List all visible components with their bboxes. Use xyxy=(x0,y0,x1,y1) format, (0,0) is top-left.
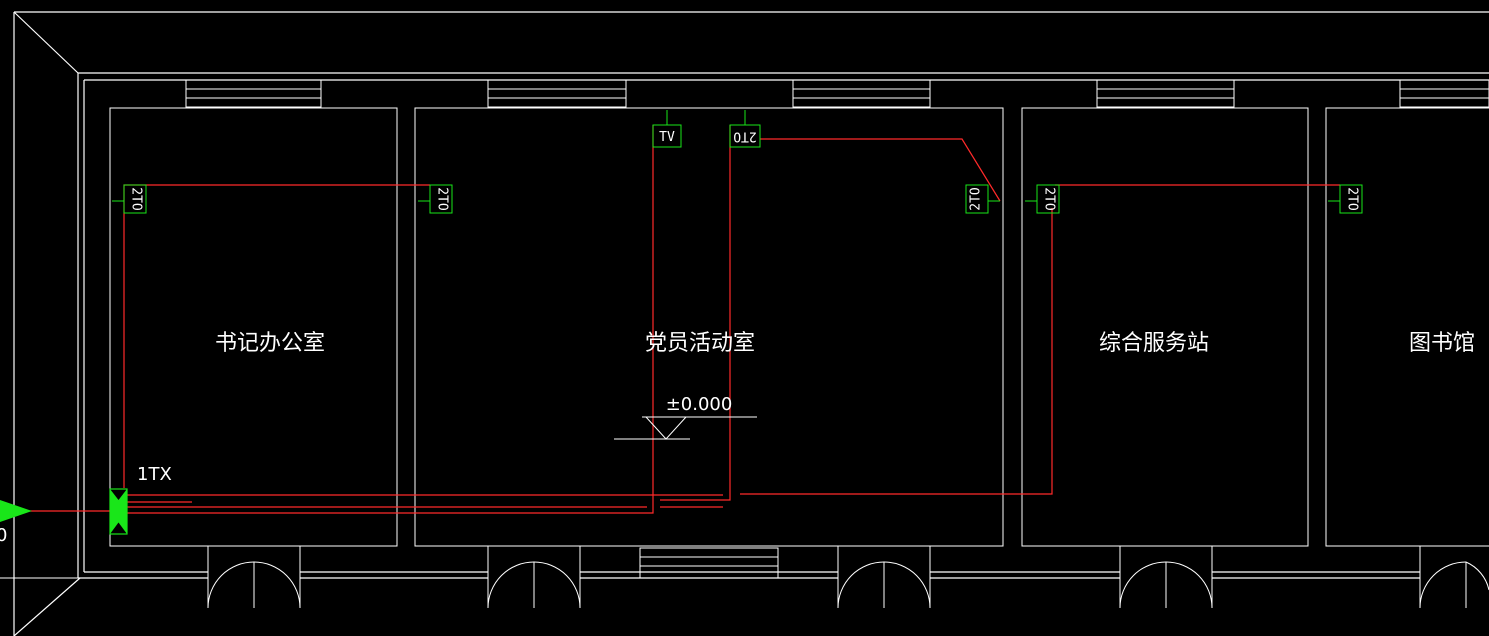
distribution-box-icon xyxy=(109,488,128,535)
outlet-label-secretary-right: 2TO xyxy=(435,187,450,211)
outlet-label-activity-right: 2TO xyxy=(969,187,984,211)
room-label-service-station: 综合服务站 xyxy=(1099,331,1209,356)
building-outline xyxy=(13,11,1489,636)
incoming-feed-arrow-icon xyxy=(0,500,32,522)
room-label-party-activity: 党员活动室 xyxy=(645,331,755,356)
outlet-label-secretary-left: 2TO xyxy=(129,187,144,211)
room-outlines xyxy=(0,107,1489,579)
room-label-secretary-office: 书记办公室 xyxy=(215,331,325,356)
outlet-label-library: 2TO xyxy=(1345,187,1360,211)
north-windows xyxy=(185,79,1489,108)
edge-label: 0 xyxy=(0,525,7,546)
outlet-symbols xyxy=(112,110,1363,214)
room-label-library: 图书馆 xyxy=(1409,331,1475,356)
outlet-label-service: 2TO xyxy=(1042,187,1057,211)
cable-runs xyxy=(0,125,1340,514)
south-openings xyxy=(207,546,1489,609)
outlet-label-activity-top: 2TO xyxy=(733,129,757,144)
elevation-marker-icon xyxy=(614,416,757,440)
elevation-label: ±0.000 xyxy=(666,394,733,415)
outlet-label-tv: TV xyxy=(659,130,675,145)
distribution-box-label: 1TX xyxy=(137,464,172,485)
